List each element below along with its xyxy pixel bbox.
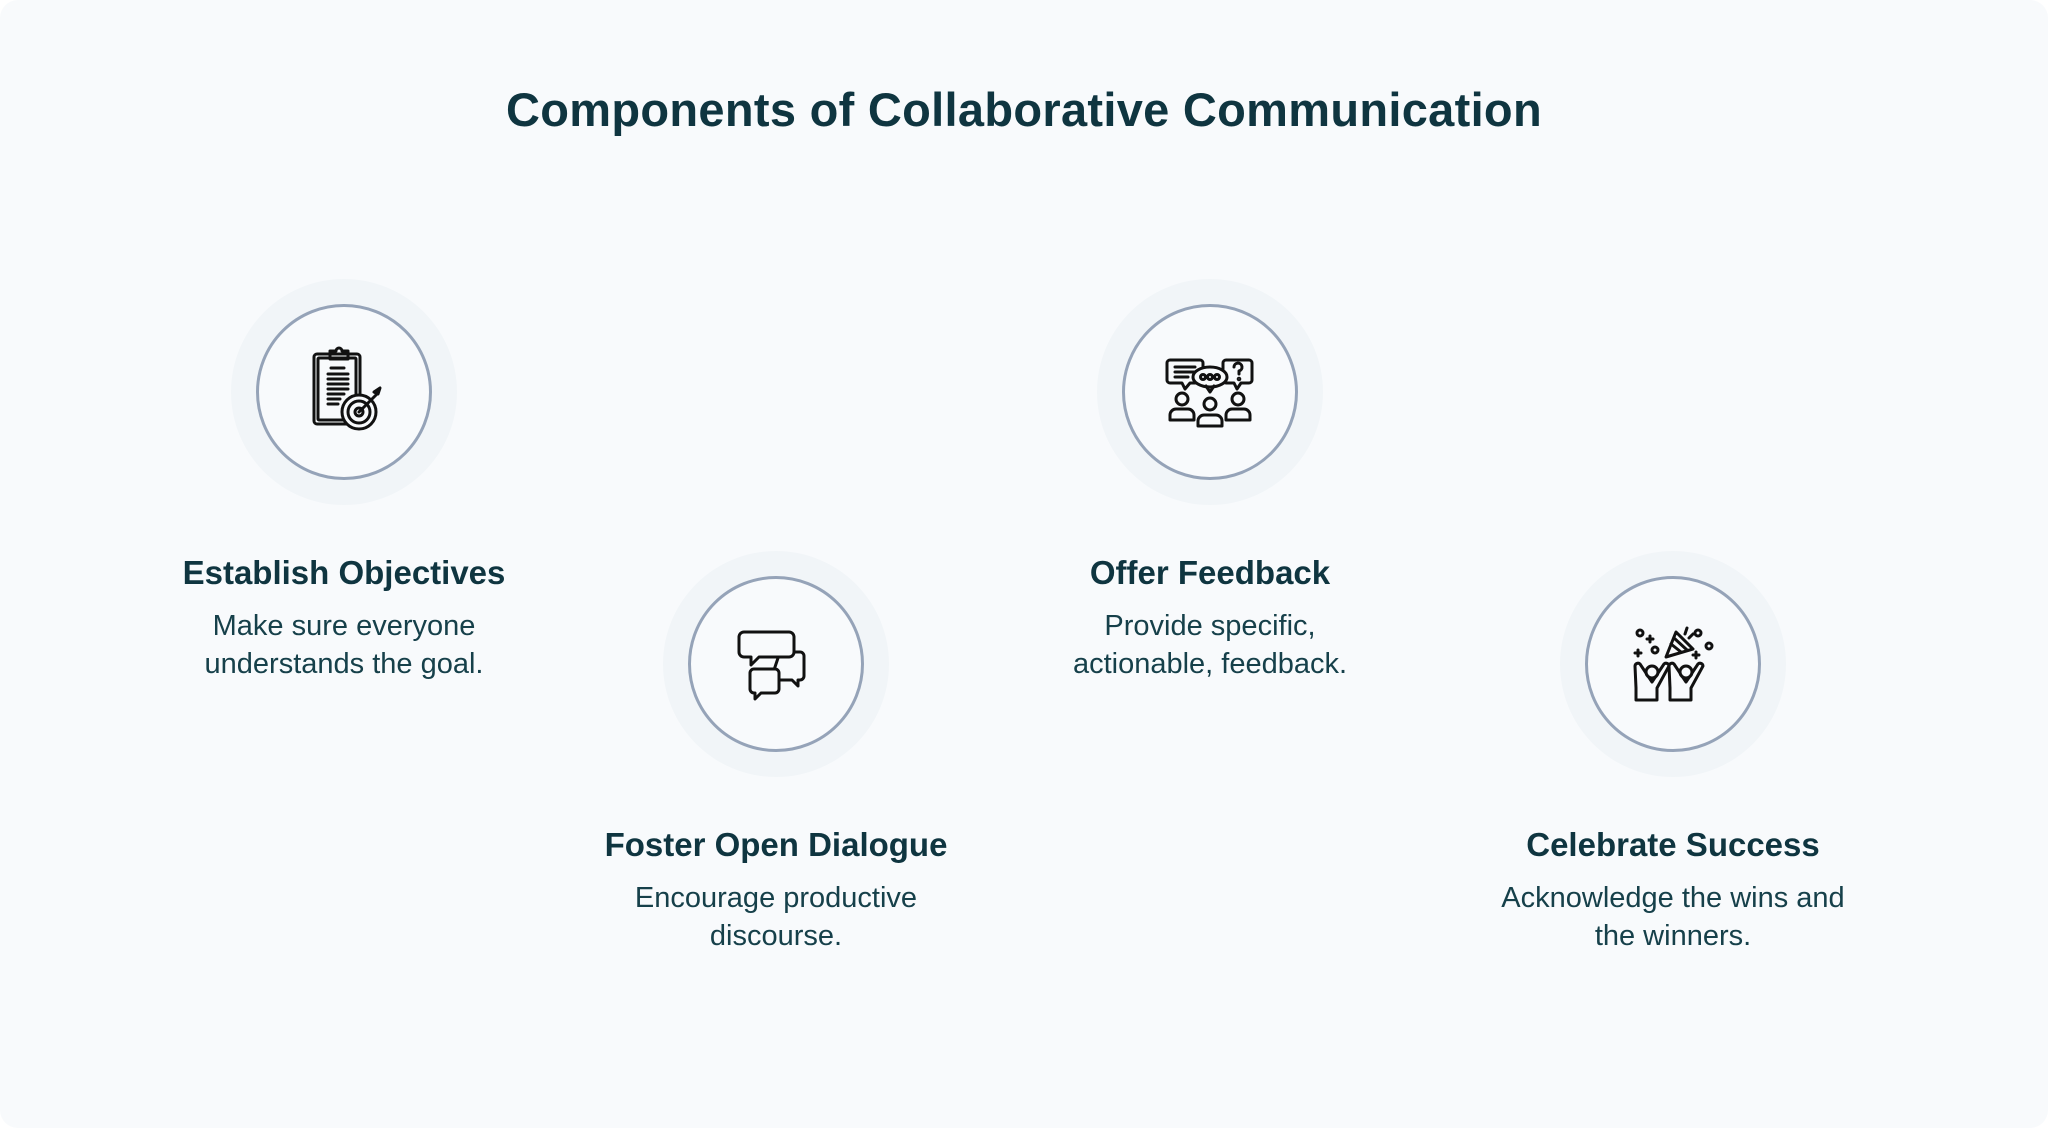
description-line: Make sure everyone [212, 610, 476, 642]
description-line: Acknowledge the wins and [1501, 882, 1845, 914]
icon-ring [688, 576, 864, 752]
clipboard-target-icon [312, 346, 382, 431]
item-offer-feedback: Offer Feedback Provide specific, actiona… [980, 553, 1440, 683]
group-conversation-icon [1165, 358, 1254, 428]
description-line: discourse. [709, 920, 843, 952]
item-heading: Offer Feedback [1089, 554, 1331, 591]
item-heading: Establish Objectives [182, 554, 506, 591]
icon-ring [1122, 304, 1298, 480]
icon-ring [1585, 576, 1761, 752]
item-establish-objectives: Establish Objectives Make sure everyone … [114, 553, 574, 683]
item-description: Encourage productive discourse. [546, 879, 1006, 955]
description-line: understands the goal. [204, 648, 484, 680]
description-line: actionable, feedback. [1072, 648, 1348, 680]
description-line: the winners. [1594, 920, 1752, 952]
item-heading: Celebrate Success [1526, 826, 1820, 863]
icon-halo-establish-objectives [231, 279, 457, 505]
icon-ring [256, 304, 432, 480]
icon-halo-celebrate-success [1560, 551, 1786, 777]
icon-halo-foster-open-dialogue [663, 551, 889, 777]
description-line: Encourage productive [634, 882, 918, 914]
icon-halo-offer-feedback [1097, 279, 1323, 505]
item-foster-open-dialogue: Foster Open Dialogue Encourage productiv… [546, 825, 1006, 955]
page-title: Components of Collaborative Communicatio… [506, 83, 1542, 136]
item-description: Acknowledge the wins and the winners. [1443, 879, 1903, 955]
celebration-icon [1633, 626, 1714, 702]
item-celebrate-success: Celebrate Success Acknowledge the wins a… [1443, 825, 1903, 955]
description-line: Provide specific, [1104, 610, 1316, 642]
item-description: Make sure everyone understands the goal. [114, 607, 574, 683]
chat-bubbles-icon [737, 630, 806, 701]
item-heading: Foster Open Dialogue [604, 826, 948, 863]
item-description: Provide specific, actionable, feedback. [980, 607, 1440, 683]
